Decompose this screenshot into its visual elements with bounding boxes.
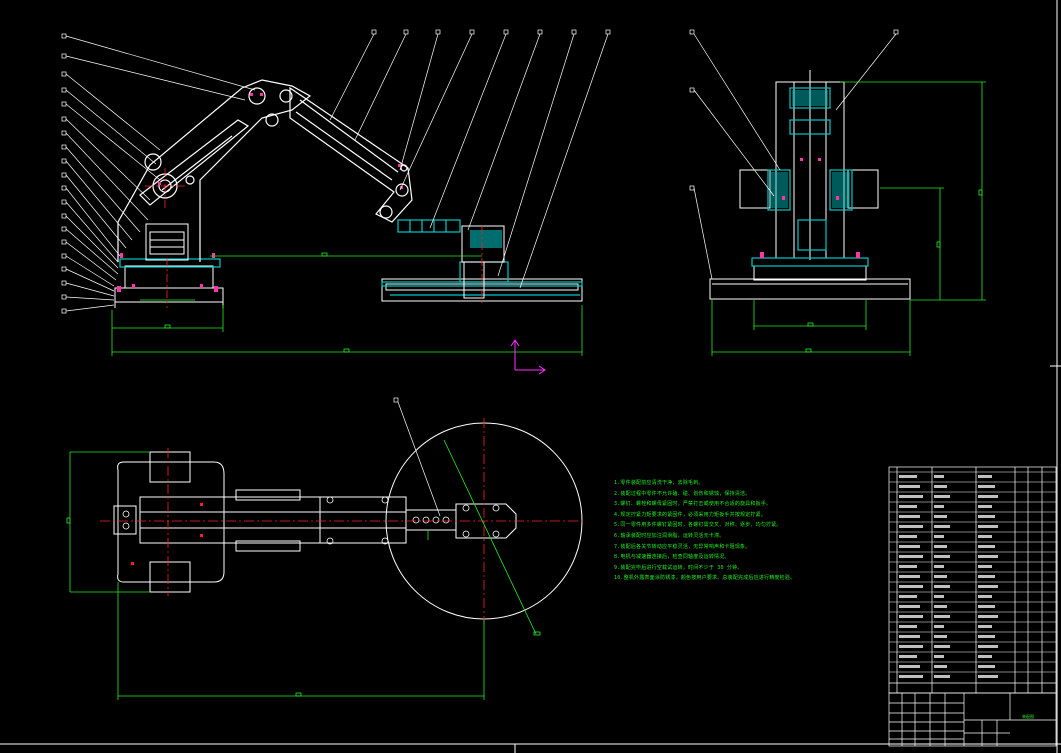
parts-list-cell-mark	[978, 495, 998, 498]
parts-list-cell-mark	[978, 625, 992, 628]
parts-list-cell-mark	[978, 585, 998, 588]
note-line: 1.零件装配前应清洗干净，去除毛刺。	[614, 480, 704, 486]
front-view	[61, 29, 611, 375]
parts-list-cell-mark	[934, 555, 950, 558]
parts-list-cell-mark	[934, 535, 944, 538]
parts-list-cell-mark	[934, 585, 950, 588]
front-view-dimensions	[111, 252, 583, 356]
parts-list-cell-mark	[934, 575, 947, 578]
side-view-dimensions	[711, 81, 986, 356]
note-line: 4.规定拧紧力矩要求的紧固件，必须采用力矩扳手并按规定拧紧。	[614, 511, 767, 518]
parts-list-cell-mark	[934, 505, 944, 508]
parts-list-cell-mark	[934, 645, 950, 648]
top-view	[66, 397, 584, 700]
parts-list-cell-mark	[899, 585, 923, 588]
parts-list-cell-mark	[978, 535, 992, 538]
parts-list-cell-mark	[934, 675, 950, 678]
parts-list-cell-mark	[934, 595, 944, 598]
parts-list-cell-mark	[978, 515, 995, 518]
front-view-leaders-top	[329, 29, 611, 289]
top-view-leader	[393, 397, 441, 517]
parts-list-cell-mark	[899, 615, 923, 618]
parts-list-cell-mark	[978, 565, 992, 568]
parts-list-cell-mark	[899, 575, 920, 578]
parts-list-cell-mark	[899, 655, 917, 658]
parts-list-cell-mark	[899, 545, 920, 548]
parts-list-cell-mark	[899, 515, 920, 518]
front-view-leaders-left	[65, 35, 256, 312]
parts-list-cell-mark	[934, 635, 947, 638]
parts-list-cell-mark	[978, 615, 998, 618]
parts-list-cell-mark	[978, 505, 992, 508]
parts-list-cell-mark	[899, 645, 923, 648]
parts-list-cell-mark	[934, 605, 947, 608]
parts-list-cell-mark	[899, 555, 923, 558]
note-line: 10.整机外露表面涂防锈漆，颜色按用户要求。总装配完成后应进行精度检验。	[614, 575, 796, 582]
note-line: 6.轴承装配时应加注润滑脂，运转灵活无卡滞。	[614, 532, 725, 539]
side-view	[689, 29, 986, 356]
parts-list-cell-mark	[978, 645, 998, 648]
parts-list-cell-mark	[899, 605, 920, 608]
parts-list-cell-mark	[978, 605, 995, 608]
note-line: 9.装配完毕后进行空载试运转，时间不少于 30 分钟。	[614, 564, 743, 571]
parts-list-cell-mark	[978, 525, 998, 528]
parts-list-cell-mark	[978, 575, 995, 578]
top-view-dimensions	[66, 439, 541, 700]
parts-list-cell-mark	[978, 635, 995, 638]
parts-list-cell-mark	[899, 635, 920, 638]
parts-list-cell-mark	[934, 485, 947, 488]
parts-list-rows	[889, 471, 1056, 678]
parts-list-cell-mark	[978, 545, 995, 548]
parts-list-cell-mark	[978, 555, 998, 558]
parts-list-cell-mark	[934, 665, 947, 668]
parts-list-cell-mark	[934, 565, 944, 568]
parts-list	[888, 466, 1057, 694]
front-view-leader-boxes-left	[61, 33, 67, 314]
title-block-label: 装配图	[1022, 714, 1034, 719]
parts-list-cell-mark	[899, 565, 917, 568]
ucs-icon	[510, 339, 546, 375]
title-block	[888, 692, 1057, 747]
parts-list-cell-mark	[934, 625, 944, 628]
parts-list-cell-mark	[899, 525, 923, 528]
note-line: 5.同一零件用多件螺钉紧固时，各螺钉需交叉、对称、逐步、均匀拧紧。	[614, 522, 782, 529]
note-line: 2.装配过程中零件不允许磕、碰、划伤和锈蚀，保持清洁。	[614, 490, 751, 497]
parts-list-cell-mark	[978, 675, 998, 678]
parts-list-cell-mark	[899, 495, 923, 498]
parts-list-cell-mark	[934, 615, 950, 618]
parts-list-cell-mark	[899, 665, 920, 668]
parts-list-cell-mark	[934, 515, 947, 518]
parts-list-cell-mark	[899, 535, 917, 538]
parts-list-cell-mark	[899, 505, 917, 508]
side-view-leaders	[689, 29, 899, 280]
technical-requirements-notes: 1.零件装配前应清洗干净，去除毛刺。 2.装配过程中零件不允许磕、碰、划伤和锈蚀…	[614, 478, 884, 584]
parts-list-cell-mark	[899, 625, 917, 628]
parts-list-cell-mark	[934, 495, 950, 498]
parts-list-cell-mark	[978, 475, 992, 478]
parts-list-cell-mark	[978, 655, 992, 658]
note-line: 3.螺钉、螺栓和螺母紧固时，严禁打击或使用不合适的旋具和扳手。	[614, 501, 772, 508]
parts-list-cell-mark	[978, 485, 995, 488]
parts-list-cell-mark	[978, 595, 992, 598]
parts-list-cell-mark	[978, 665, 995, 668]
parts-list-cell-mark	[934, 655, 944, 658]
parts-list-cell-mark	[934, 525, 950, 528]
parts-list-cell-mark	[899, 675, 923, 678]
parts-list-cell-mark	[899, 485, 920, 488]
parts-list-cell-mark	[934, 475, 944, 478]
parts-list-cell-mark	[934, 545, 947, 548]
parts-list-cell-mark	[899, 475, 917, 478]
parts-list-cell-mark	[899, 595, 917, 598]
note-line: 8.电机与减速器连接后，检查同轴度及运转情况。	[614, 554, 730, 561]
note-line: 7.装配后各关节转动应平稳灵活，无异常响声和卡阻现象。	[614, 543, 751, 550]
